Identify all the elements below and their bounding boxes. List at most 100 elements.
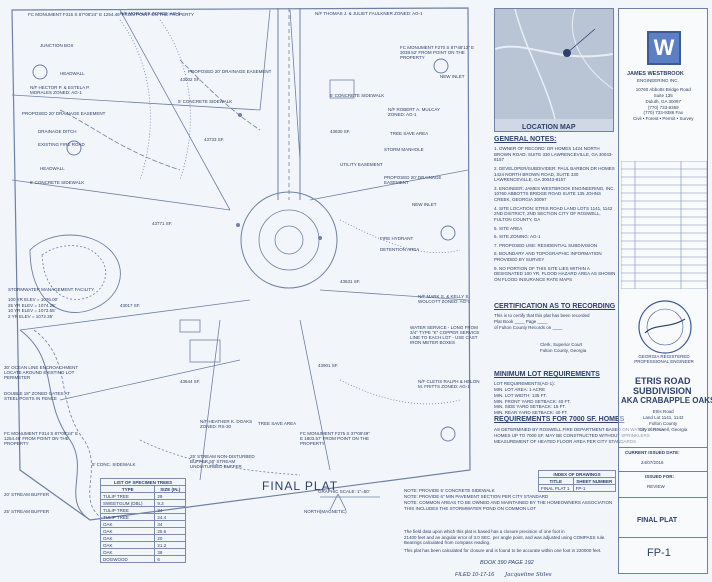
min-lot-item: MIN. REAR YARD SETBACK: 40 FT.: [494, 410, 568, 416]
site-plan-drawing: [11, 7, 471, 521]
drainage-top-label: PROPOSED 20' DRAINAGE EASEMENT: [188, 69, 272, 74]
general-note-item: 2. DEVELOPER/SUBDIVIDER: PAUL BARBON DR …: [494, 165, 615, 183]
specimen-tree-type: OAK: [99, 534, 156, 542]
recording-filed: FILED 10-17-16: [455, 572, 495, 578]
specimen-tree-size: 25.6: [154, 527, 186, 535]
current-issued-date: 24/07/2016: [641, 460, 664, 465]
certification-title: CERTIFICATION AS TO RECORDING: [494, 303, 616, 310]
concrete-top-label: 5' CONCRETE SIDEWALK: [178, 99, 233, 104]
new-inlet-label-2: NEW INLET: [412, 202, 437, 207]
fc-monument-nw-label: FC MONUMENT F315 S 87*08'24" E 1254.46' …: [28, 12, 195, 17]
headwall-label-1: HEADWALL: [60, 71, 85, 76]
storm-manhole-label: STORM MANHOLE: [384, 147, 424, 152]
seal-text: GEORGIA REGISTERED PROFESSIONAL ENGINEER: [634, 354, 694, 364]
specimen-tree-type: TULIP TREE: [99, 492, 156, 500]
closure-text-2: 21400 feet and an angular error of 3.0 S…: [404, 535, 606, 545]
location-map-title: LOCATION MAP: [522, 124, 576, 131]
closure-text-3: This plat has been calculated for closur…: [404, 548, 602, 553]
index-header-title: TITLE: [538, 477, 574, 485]
specimen-tree-type: SWEETGUM (DBL): [99, 499, 156, 507]
sheet-title: FINAL PLAT: [637, 517, 678, 524]
specimen-tree-size: 20: [154, 534, 186, 542]
lot-area-43630: 43630 SF.: [330, 129, 351, 134]
tree-save-label-1: TREE SAVE AREA: [390, 131, 429, 136]
project-title-3: AKA CRABAPPLE OAKS: [621, 396, 712, 405]
certification-text: This is to certify that this plat has be…: [494, 313, 590, 330]
index-drawing-title: FINAL PLAT 1: [538, 484, 574, 492]
min-lot-item: MIN. FRONT YARD SETBACK: 40 FT.: [494, 398, 571, 404]
concrete-sidewalk-label-3: 5' CONCRETE SIDEWALK: [330, 93, 385, 98]
specimen-tree-size: 6: [154, 555, 186, 563]
general-note-item: 5. SITE AREA: [494, 225, 523, 231]
location-map: [494, 8, 614, 132]
recording-signature: Jacqueline Stiles: [505, 572, 552, 578]
owner-heather-label: N/F HEATHER K. DOAKS ZONED: RS-30: [200, 419, 253, 429]
specimen-tree-size: 21.2: [154, 541, 186, 549]
owner-robert-label: N/F ROBERT A. MULCAY ZONED: AG-1: [388, 107, 440, 117]
specimen-tree-size: 38: [154, 548, 186, 556]
revisions-grid: [621, 161, 707, 289]
issued-for-label: ISSUED FOR:: [645, 474, 675, 479]
specimen-tree-type: OAK: [99, 527, 156, 535]
drainage-ditch-label: DRAINAGE DITCH: [38, 129, 77, 134]
general-note-item: 6. SITE ZONING: AG-1: [494, 234, 541, 240]
index-drawing-sheet: FP-1: [572, 484, 617, 492]
specimen-tree-size: 34: [154, 506, 186, 514]
lot-area-43771: 43771 SF.: [152, 221, 173, 226]
closure-text-1: The field data upon which this plat is b…: [404, 529, 565, 534]
specimen-tree-type: TULIP TREE: [99, 513, 156, 521]
ocean-line-label: 30' OCEAN LINE ENCROACHMENT LOCATE AROUN…: [4, 365, 79, 380]
company-address: 10760 Abbotts Bridge Road Suite 135 Dulu…: [633, 87, 694, 122]
specimen-header-size: SIZE (IN.): [154, 485, 186, 493]
title-block: W JAMES WESTBROOK ENGINEERING INC. 10760…: [618, 8, 712, 574]
specimen-tree-type: OAK: [99, 520, 156, 528]
new-inlet-label-1: NEW INLET: [440, 74, 465, 79]
general-note-item: 1. OWNER OF RECORD: DR HOMES 1424 NORTH …: [494, 146, 613, 163]
certification-clerk: Clerk, Superior Court Fulton County, Geo…: [540, 342, 587, 353]
stream-buffer-label-1: 20' STREAM BUFFER: [4, 492, 50, 497]
general-note-item: 7. PROPOSED USE: RESIDENTIAL SUBDIVISION: [494, 242, 598, 248]
specimen-tree-size: 34: [154, 520, 186, 528]
specimen-tree-size: 9.3: [154, 499, 186, 507]
storm-elevations-label: 100 YR ELEV = 1076.00' 25 YR ELEV = 1074…: [8, 297, 58, 319]
water-service-label: WATER SERVICE - LONG FROM 3/4" TYPE "K" …: [410, 325, 480, 345]
lot-area-43733: 43733 SF.: [204, 137, 225, 142]
min-lot-list: LOT REQUIREMENTS(AG-1):MIN. LOT AREA: 1 …: [494, 381, 618, 416]
company-sub: ENGINEERING INC.: [637, 78, 679, 83]
project-title-2: SUBDIVISION: [633, 386, 692, 396]
proposed-drainage-label-1: PROPOSED 20' DRAINAGE EASEMENT: [22, 111, 106, 116]
double-drive-label: DOUBLE 18" ZONED GATES AT STEEL POSTS IN…: [4, 391, 70, 401]
owner-thomas-label: N/F THOMAS J. & JULIET FAULKNER ZONED: A…: [315, 11, 423, 16]
requirements-7000-text: AS DETERMINED BY ROSWELL FIRE DEPARTMENT…: [494, 427, 665, 444]
detention-area-label: DETENTION AREA: [380, 247, 420, 252]
location-map-image: [494, 8, 614, 120]
general-note-item: 3. ENGINEER: JAMES WESTBROOK ENGINEERING…: [494, 185, 615, 202]
min-lot-item: LOT REQUIREMENTS(AG-1):: [494, 381, 555, 386]
tree-save-label-2: TREE SAVE AREA: [258, 421, 297, 426]
fire-hydrant-label: FIRE HYDRANT: [380, 236, 414, 241]
engineer-seal: [638, 300, 692, 354]
owner-cletis-label: N/F CLETIS RALPH & HELON M. FRITTS ZONED…: [418, 379, 480, 389]
specimen-tree-type: DOGWOOD: [99, 555, 156, 563]
specimen-tree-type: TULIP TREE: [99, 506, 156, 514]
concrete-sidewalk-label-2: 5' CONC. SIDEWALK: [92, 462, 136, 467]
junction-box-label: JUNCTION BOX: [40, 43, 74, 48]
lot-area-43002: 43002 SF.: [180, 77, 201, 82]
plan-notes: NOTE: PROVIDE 5' CONCRETE SIDEWALK NOTE:…: [404, 488, 613, 512]
utility-easement-label: UTILITY EASEMENT: [340, 162, 383, 167]
requirements-7000-title: REQUIREMENTS FOR 7000 SF. HOMES: [494, 416, 625, 423]
min-lot-item: MIN. SIDE YARD SETBACK: 15 FT.: [494, 404, 566, 410]
specimen-tree-row: SWEETGUM (DBL)9.3: [99, 499, 186, 507]
stormwater-mgmt-label: STORMWATER MANAGEMENT FACILITY: [8, 287, 95, 292]
undisturbed-buffer-label: 25' STREAM NON-DISTURBED BUFFER 50' STRE…: [190, 454, 255, 469]
